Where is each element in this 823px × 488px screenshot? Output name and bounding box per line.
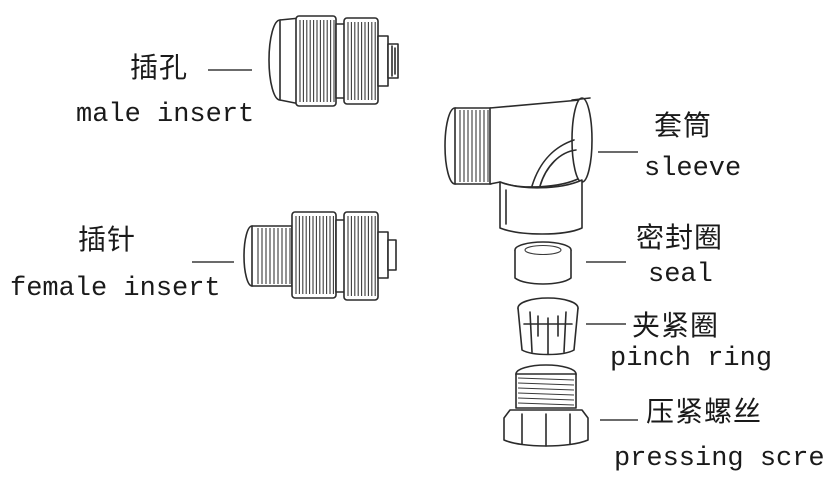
seal-part bbox=[514, 241, 572, 285]
pinch-ring-part bbox=[517, 297, 579, 356]
sleeve-label-zh: 套筒 bbox=[654, 109, 713, 142]
female-insert-label-zh: 插针 bbox=[78, 223, 137, 256]
seal-label-zh: 密封圈 bbox=[636, 221, 724, 254]
male-insert-part bbox=[268, 15, 399, 107]
sleeve-label-en: sleeve bbox=[644, 154, 742, 184]
seal-label-en: seal bbox=[648, 260, 713, 290]
female-insert-part bbox=[243, 211, 397, 301]
pinch-ring-label-zh: 夹紧圈 bbox=[632, 309, 720, 342]
pressing-screw-part bbox=[503, 364, 589, 447]
female-insert-label-en: female insert bbox=[10, 274, 221, 304]
sleeve-part bbox=[444, 97, 593, 235]
male-insert-label-zh: 插孔 bbox=[130, 51, 189, 84]
pressing-screw-label-en: pressing screw bbox=[614, 444, 823, 474]
pressing-screw-label-zh: 压紧螺丝 bbox=[646, 395, 763, 428]
male-insert-label-en: male insert bbox=[76, 100, 255, 130]
pinch-ring-label-en: pinch ring bbox=[610, 344, 773, 374]
